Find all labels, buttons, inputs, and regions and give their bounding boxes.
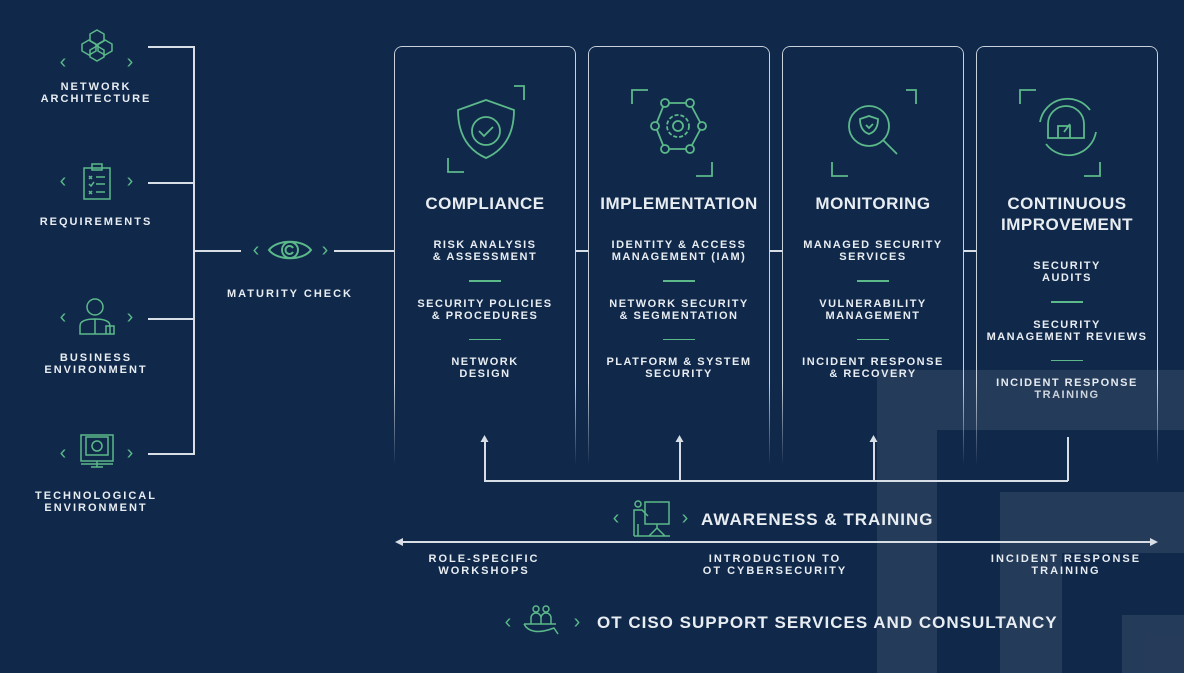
decor-square <box>1122 615 1184 673</box>
separator <box>1051 359 1083 361</box>
stage-title: IMPLEMENTATION <box>600 194 758 213</box>
gear-network-icon <box>631 89 713 177</box>
arrow-up <box>679 440 681 481</box>
arrow-up <box>484 440 486 481</box>
stage-item: MANAGED SECURITY SERVICES <box>803 239 943 263</box>
businessman-icon <box>79 298 115 335</box>
chevron-right-icon: › <box>126 306 134 328</box>
chevron-right-icon: › <box>126 442 134 464</box>
chevron-right-icon: › <box>681 507 689 529</box>
hand-people-icon <box>523 605 559 635</box>
input-label: TECHNOLOGICAL ENVIRONMENT <box>35 490 157 514</box>
separator <box>469 280 501 282</box>
presenter-icon <box>633 500 670 537</box>
awareness-item: ROLE-SPECIFIC WORKSHOPS <box>428 553 540 577</box>
stage-title: CONTINUOUS IMPROVEMENT <box>1000 194 1134 234</box>
stage-title: MONITORING <box>815 194 931 213</box>
connector <box>148 182 194 184</box>
chevron-right-icon: › <box>126 51 134 73</box>
chevron-right-icon: › <box>573 611 581 633</box>
stage-card-implementation: IMPLEMENTATION IDENTITY & ACCESS MANAGEM… <box>588 46 770 466</box>
connector <box>148 318 194 320</box>
stage-items: MANAGED SECURITY SERVICES VULNERABILITY … <box>783 239 963 380</box>
decor-bar-2 <box>1000 553 1062 673</box>
connector <box>963 250 976 252</box>
stage-item: PLATFORM & SYSTEM SECURITY <box>606 356 752 380</box>
gauge-cycle-icon <box>1019 89 1101 177</box>
separator <box>663 338 695 340</box>
timeline-line <box>398 541 1154 543</box>
connector <box>148 453 194 455</box>
stage-title: COMPLIANCE <box>425 194 545 213</box>
connector <box>193 250 241 252</box>
stage-items: IDENTITY & ACCESS MANAGEMENT (IAM) NETWO… <box>589 239 769 380</box>
separator <box>663 280 695 282</box>
connector <box>576 250 588 252</box>
clipboard-checklist-icon <box>83 163 111 200</box>
stage-card-continuous-improvement: CONTINUOUS IMPROVEMENT SECURITY AUDITS S… <box>976 46 1158 466</box>
input-label: REQUIREMENTS <box>39 216 153 228</box>
separator <box>857 338 889 340</box>
separator <box>857 280 889 282</box>
chevron-right-icon: › <box>321 239 329 261</box>
chevron-left-icon: ‹ <box>612 507 620 529</box>
stage-items: RISK ANALYSIS & ASSESSMENT SECURITY POLI… <box>395 239 575 380</box>
connector <box>769 250 782 252</box>
separator <box>469 338 501 340</box>
input-label: NETWORK ARCHITECTURE <box>40 81 152 105</box>
input-label: BUSINESS ENVIRONMENT <box>44 352 148 376</box>
chevron-right-icon: › <box>126 170 134 192</box>
separator <box>1051 301 1083 303</box>
stage-item: IDENTITY & ACCESS MANAGEMENT (IAM) <box>611 239 747 263</box>
shield-check-icon <box>447 85 525 173</box>
awareness-item: INCIDENT RESPONSE TRAINING <box>990 553 1142 577</box>
stage-item: RISK ANALYSIS & ASSESSMENT <box>432 239 538 263</box>
maturity-check-label: MATURITY CHECK <box>227 288 353 300</box>
ciso-title: OT CISO SUPPORT SERVICES AND CONSULTANCY <box>597 613 1058 632</box>
awareness-item: INTRODUCTION TO OT CYBERSECURITY <box>702 553 848 577</box>
stage-card-monitoring: MONITORING MANAGED SECURITY SERVICES VUL… <box>782 46 964 466</box>
stage-item: NETWORK SECURITY & SEGMENTATION <box>609 297 749 322</box>
network-cubes-icon <box>81 29 113 62</box>
magnifier-shield-icon <box>831 89 917 177</box>
decor-bar-1 <box>877 430 937 673</box>
stage-item: INCIDENT RESPONSE TRAINING <box>996 377 1138 401</box>
feedback-line <box>1067 437 1069 481</box>
stage-item: SECURITY POLICIES & PROCEDURES <box>417 297 553 322</box>
computer-gear-icon <box>80 434 114 468</box>
connector <box>334 250 395 252</box>
chevron-left-icon: ‹ <box>59 51 67 73</box>
chevron-left-icon: ‹ <box>59 442 67 464</box>
stage-item: SECURITY MANAGEMENT REVIEWS <box>986 318 1148 343</box>
stage-items: SECURITY AUDITS SECURITY MANAGEMENT REVI… <box>977 260 1157 401</box>
arrow-up <box>873 440 875 481</box>
awareness-title: AWARENESS & TRAINING <box>701 510 934 529</box>
stage-item: VULNERABILITY MANAGEMENT <box>819 297 927 322</box>
stage-card-compliance: COMPLIANCE RISK ANALYSIS & ASSESSMENT SE… <box>394 46 576 466</box>
stage-item: NETWORK DESIGN <box>451 356 519 380</box>
chevron-left-icon: ‹ <box>59 170 67 192</box>
eye-icon <box>267 240 313 260</box>
chevron-left-icon: ‹ <box>504 611 512 633</box>
decor-band-1 <box>877 370 1184 430</box>
stage-item: INCIDENT RESPONSE & RECOVERY <box>802 356 944 380</box>
connector <box>148 46 194 48</box>
chevron-left-icon: ‹ <box>59 306 67 328</box>
stage-item: SECURITY AUDITS <box>1033 260 1101 284</box>
feedback-line <box>484 480 1068 482</box>
chevron-left-icon: ‹ <box>252 239 260 261</box>
